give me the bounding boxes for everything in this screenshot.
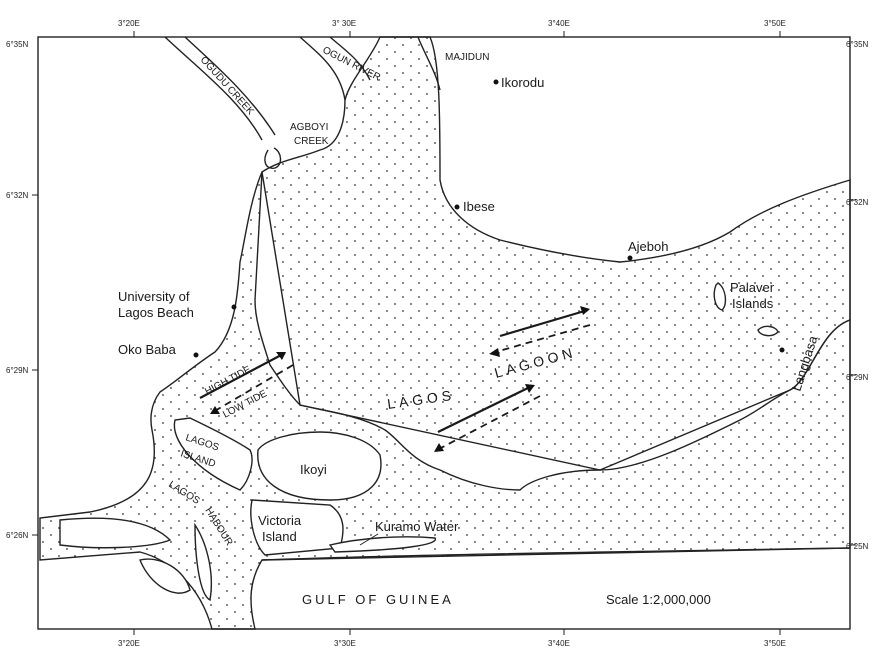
label-palaver-1: Palaver <box>730 280 775 295</box>
label-ikorodu: Ikorodu <box>501 75 544 90</box>
high-tide-arrow <box>199 352 286 399</box>
label-unilag-2: Lagos Beach <box>118 305 194 320</box>
label-palaver-2: Islands <box>732 296 774 311</box>
ibese-dot <box>454 204 460 210</box>
label-ikoyi: Ikoyi <box>300 462 327 477</box>
label-victoria-1: Victoria <box>258 513 302 528</box>
lagos-lagoon-upper <box>261 36 851 471</box>
tide-arrows-center <box>434 306 591 452</box>
ajeboh-dot <box>627 255 633 261</box>
unilag-dot <box>231 304 237 310</box>
lat-label-right-2: 6°32N <box>846 198 869 207</box>
low-tide-arrow-east <box>491 324 591 354</box>
lon-label-bottom-2: 3°30E <box>334 639 356 648</box>
lat-label-right-3: 6°29N <box>846 373 869 382</box>
agboyi-creek-inlet <box>264 147 282 169</box>
tide-arrows-west <box>199 352 294 414</box>
lon-label-top-1: 3°20E <box>118 19 140 28</box>
label-unilag-1: University of <box>118 289 190 304</box>
high-tide-arrow-south <box>437 385 533 433</box>
lon-label-bottom-3: 3°40E <box>548 639 570 648</box>
label-ajeboh: Ajeboh <box>628 239 668 254</box>
settlement-dots <box>193 79 785 358</box>
majidun-bank <box>417 36 441 91</box>
lon-label-top-2: 3° 30E <box>332 19 356 28</box>
palaver-islands <box>713 282 727 311</box>
ikoyi-land <box>257 431 382 501</box>
low-tide-arrow-south <box>436 395 541 451</box>
lon-label-bottom-4: 3°50E <box>764 639 786 648</box>
small-island <box>757 325 779 337</box>
lon-label-top-3: 3°40E <box>548 19 570 28</box>
ikorodu-dot <box>493 79 499 85</box>
gulf-coastline <box>261 547 851 561</box>
habour-land-2 <box>139 558 191 594</box>
ogudu-creek-bank <box>164 36 276 141</box>
lat-label-right-4: 6°25N <box>846 542 869 551</box>
label-agboyi: AGBOYI <box>290 122 328 133</box>
label-scale: Scale 1:2,000,000 <box>606 592 711 607</box>
label-victoria-2: Island <box>262 529 297 544</box>
high-tide-arrow-east <box>499 308 589 338</box>
lat-label-left-3: 6°29N <box>6 366 29 375</box>
lagos-island-land <box>173 417 253 491</box>
lat-label-left-2: 6°32N <box>6 191 29 200</box>
lon-label-top-4: 3°50E <box>764 19 786 28</box>
top-ticks <box>32 31 856 635</box>
kuramo-leader <box>359 533 379 546</box>
label-kuramo: Kuramo Water <box>375 519 459 534</box>
habour-land-1 <box>59 517 172 549</box>
label-oko-baba: Oko Baba <box>118 342 177 357</box>
low-tide-arrow <box>212 364 294 413</box>
oko-baba-dot <box>193 352 199 358</box>
lat-label-left-1: 6°35N <box>6 40 29 49</box>
label-majidun: MAJIDUN <box>445 52 489 63</box>
label-gulf: GULF OF GUINEA <box>302 592 454 607</box>
label-ibese: Ibese <box>463 199 495 214</box>
habour-land-3 <box>194 522 212 602</box>
ogun-river-bank <box>299 36 371 101</box>
langbasa-dot <box>779 347 785 353</box>
lat-label-right-1: 6°35N <box>846 40 869 49</box>
lon-label-bottom-1: 3°20E <box>118 639 140 648</box>
kuramo-spit <box>328 536 436 553</box>
label-agboyi-creek: CREEK <box>294 136 329 147</box>
lat-label-left-4: 6°26N <box>6 531 29 540</box>
